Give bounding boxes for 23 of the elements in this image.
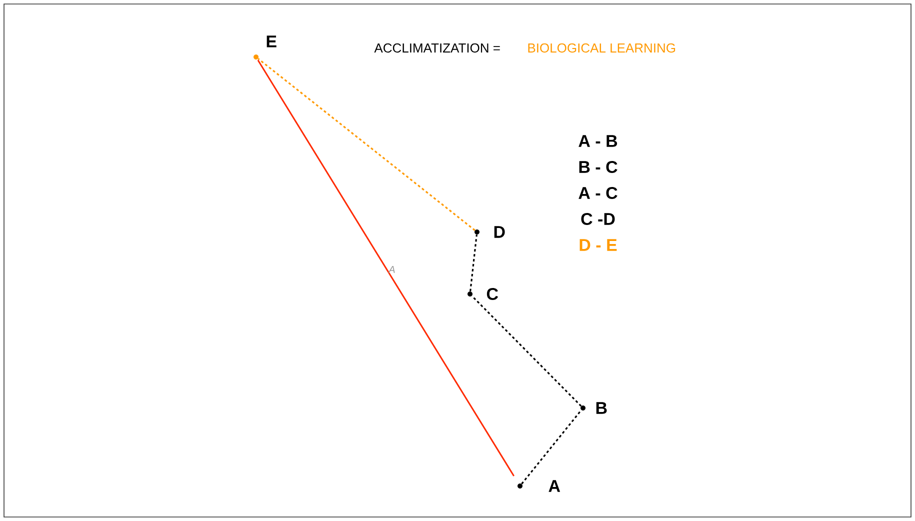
node-label: C bbox=[486, 288, 498, 300]
connector-line bbox=[521, 410, 582, 484]
label-text: B - C bbox=[579, 160, 618, 173]
label-text: A - C bbox=[578, 186, 618, 199]
label-text: A - B bbox=[578, 135, 618, 147]
label-text: BIOLOGICAL LEARNING bbox=[528, 43, 676, 53]
point: D bbox=[474, 226, 505, 238]
connector-line bbox=[471, 295, 582, 407]
label-text: D - E bbox=[580, 239, 617, 251]
point: A bbox=[518, 480, 560, 492]
point: C bbox=[468, 288, 498, 300]
connector-line bbox=[258, 58, 476, 231]
node-label: E bbox=[266, 36, 276, 48]
point: E bbox=[254, 36, 276, 60]
point: B bbox=[580, 402, 607, 414]
label-text: ACCLIMATIZATION = bbox=[374, 43, 500, 53]
edge-label: A bbox=[388, 266, 395, 273]
connector-line bbox=[257, 60, 515, 476]
connector-line bbox=[470, 234, 478, 292]
label-text: C -D bbox=[581, 212, 615, 225]
node-label: B bbox=[596, 402, 607, 414]
node-label: D bbox=[494, 226, 505, 238]
node-label: A bbox=[548, 480, 560, 492]
